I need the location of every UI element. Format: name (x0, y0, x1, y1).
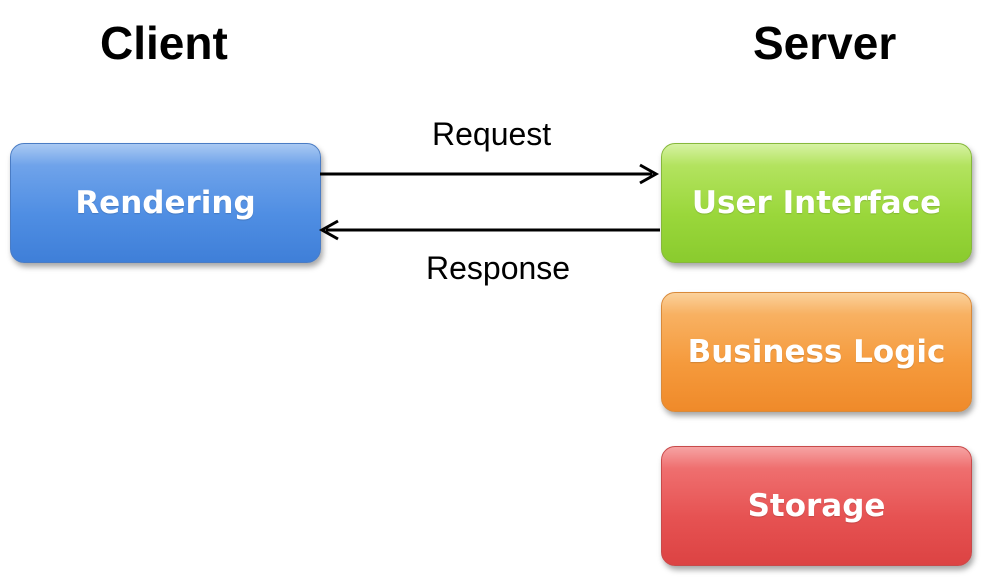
user-interface-label: User Interface (691, 185, 942, 221)
rendering-label: Rendering (75, 185, 256, 221)
request-label: Request (432, 116, 552, 152)
server-heading: Server (753, 17, 897, 69)
business-logic-label: Business Logic (687, 334, 946, 370)
request-arrow (320, 163, 660, 185)
response-arrow (318, 219, 660, 241)
storage-box: Storage (661, 446, 972, 566)
business-logic-box: Business Logic (661, 292, 972, 412)
rendering-box: Rendering (10, 143, 321, 263)
response-label: Response (426, 250, 571, 286)
storage-label: Storage (747, 488, 886, 524)
user-interface-box: User Interface (661, 143, 972, 263)
client-heading: Client (100, 17, 228, 69)
